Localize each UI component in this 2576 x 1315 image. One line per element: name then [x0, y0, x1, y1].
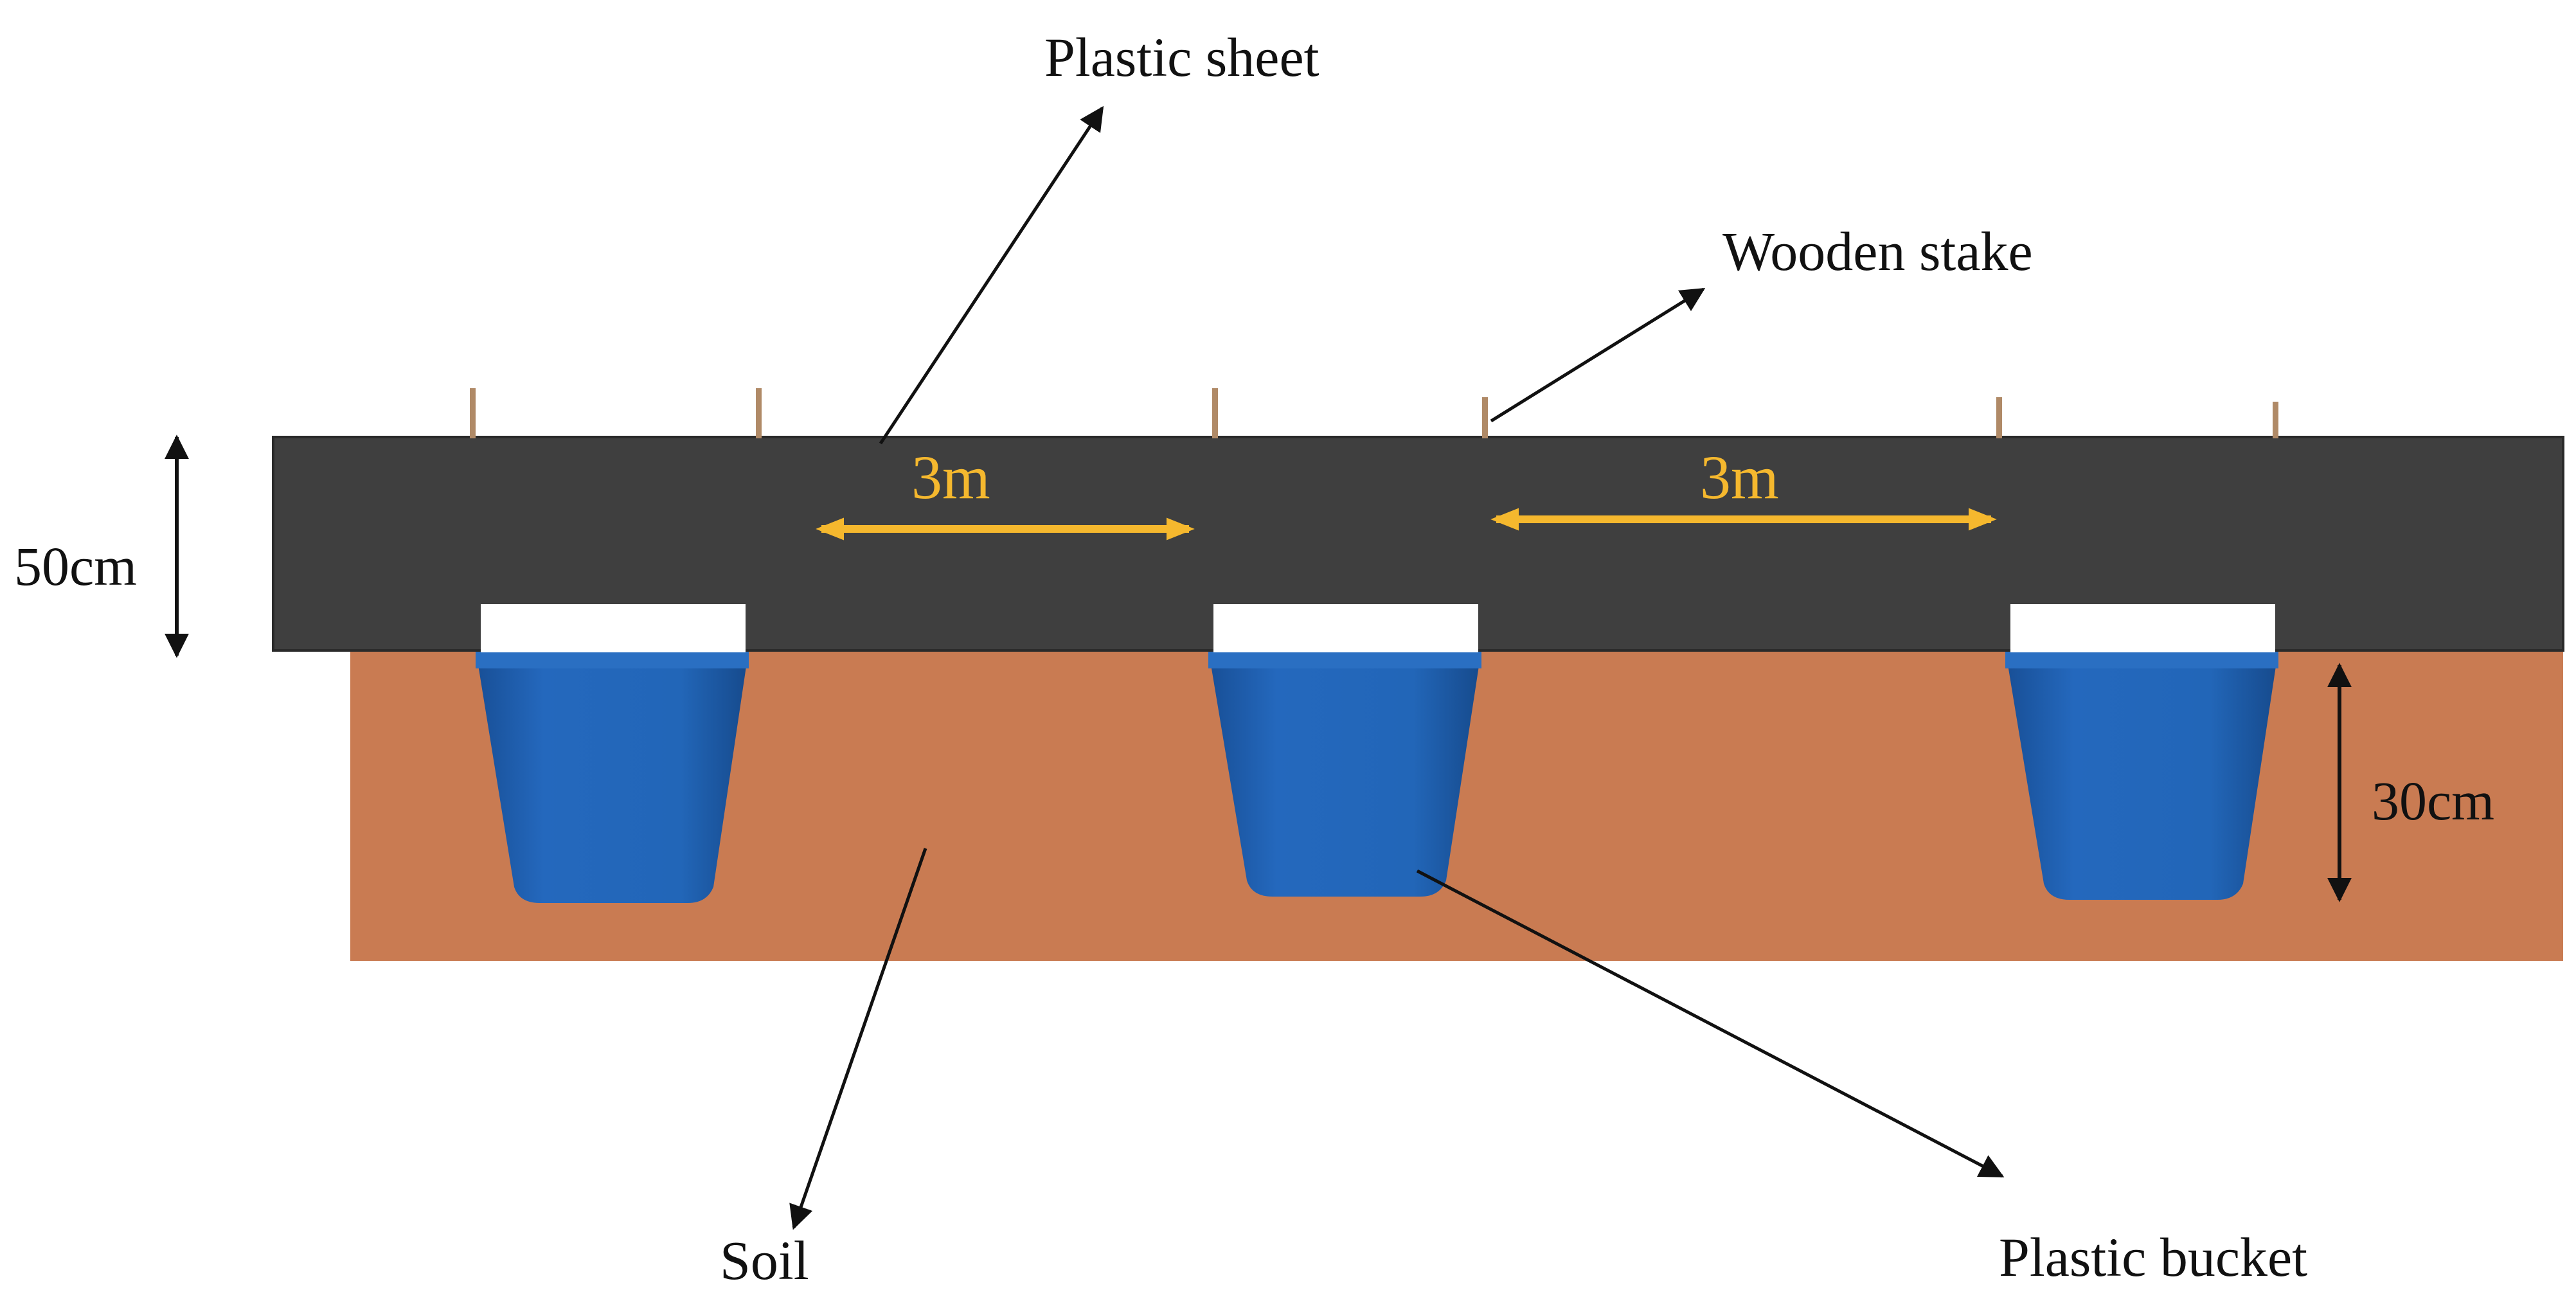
wooden-stake	[470, 388, 476, 438]
bucket-left	[476, 649, 749, 903]
bucket-rim-middle	[1213, 604, 1478, 652]
plastic-bucket-leader	[1416, 869, 2005, 1178]
wooden-stake-leader	[1490, 287, 1706, 423]
label-spacing-right: 3m	[1700, 443, 1779, 512]
bucket-rim-left	[481, 604, 746, 652]
wooden-stake	[756, 388, 762, 438]
wooden-stake	[1482, 397, 1488, 438]
bucket-rim-right	[2010, 604, 2275, 652]
label-plastic-bucket: Plastic bucket	[1999, 1226, 2307, 1288]
bucket-middle	[1208, 649, 1481, 897]
label-sheet-height: 50cm	[14, 535, 137, 597]
label-soil: Soil	[720, 1230, 809, 1291]
label-plastic-sheet: Plastic sheet	[1044, 26, 1319, 88]
label-spacing-left: 3m	[911, 443, 990, 512]
bucket-right	[2005, 649, 2278, 900]
wooden-stake	[1996, 397, 2002, 438]
plastic-sheet-leader	[879, 105, 1104, 445]
soil-leader	[789, 848, 927, 1230]
wooden-stakes	[470, 388, 2278, 438]
label-wooden-stake: Wooden stake	[1722, 220, 2033, 282]
wooden-stake	[2273, 402, 2278, 438]
wooden-stake	[1212, 388, 1218, 438]
label-bucket-depth: 30cm	[2372, 770, 2494, 832]
